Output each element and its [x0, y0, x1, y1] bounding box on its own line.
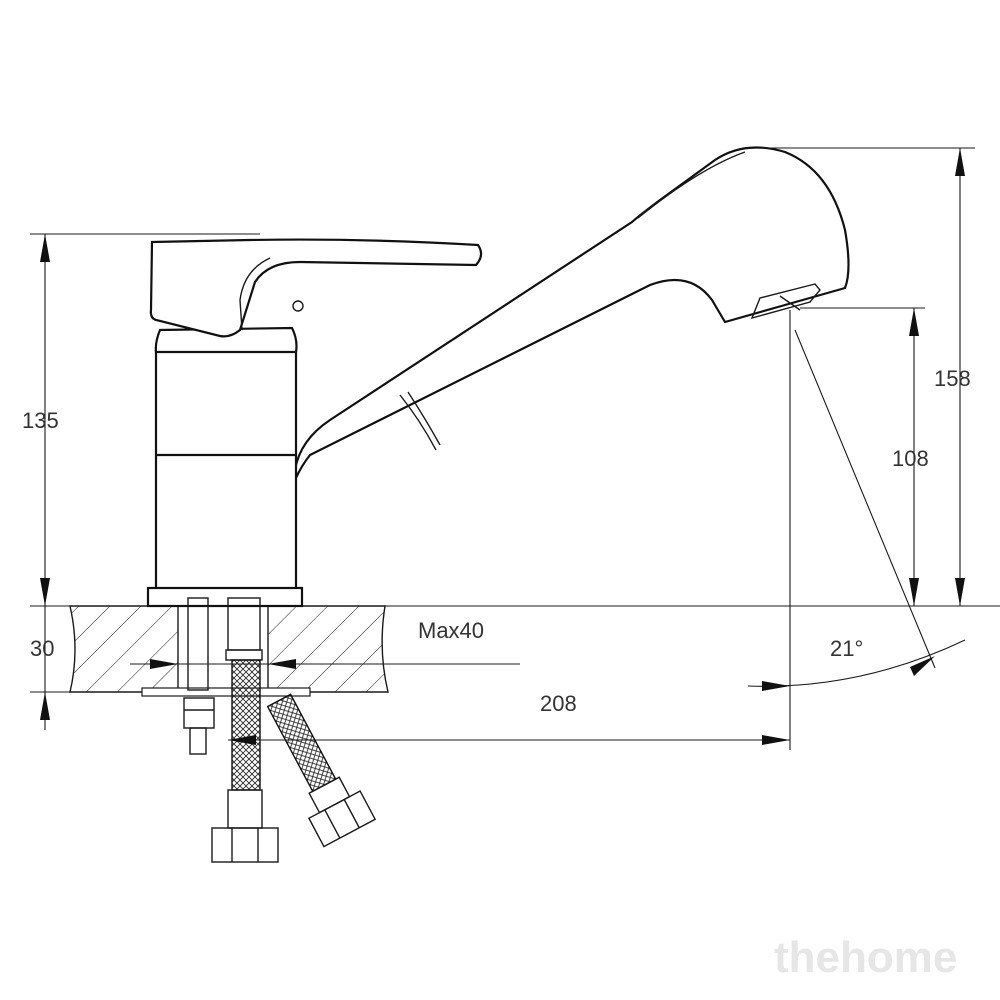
supply-hose-angled	[266, 693, 377, 848]
dimension-30	[30, 606, 70, 730]
dimension-135	[30, 233, 260, 606]
supply-hose-straight	[211, 597, 279, 863]
dim-label-135: 135	[22, 408, 59, 433]
dim-label-max40: Max40	[418, 618, 484, 643]
dimension-158	[760, 147, 975, 606]
dimension-max40	[130, 659, 520, 669]
mounting-stud	[183, 597, 215, 755]
watermark-logo: thehome	[774, 933, 957, 982]
dimension-angle-21	[747, 329, 966, 691]
countertop-section	[69, 605, 389, 697]
dim-label-angle: 21°	[830, 636, 863, 661]
dim-label-108: 108	[892, 446, 929, 471]
dim-label-208: 208	[540, 691, 577, 716]
dimension-208	[228, 310, 791, 750]
dim-label-158: 158	[934, 366, 971, 391]
dim-label-30: 30	[30, 636, 54, 661]
faucet-body	[146, 146, 850, 608]
dimension-108	[800, 307, 925, 606]
